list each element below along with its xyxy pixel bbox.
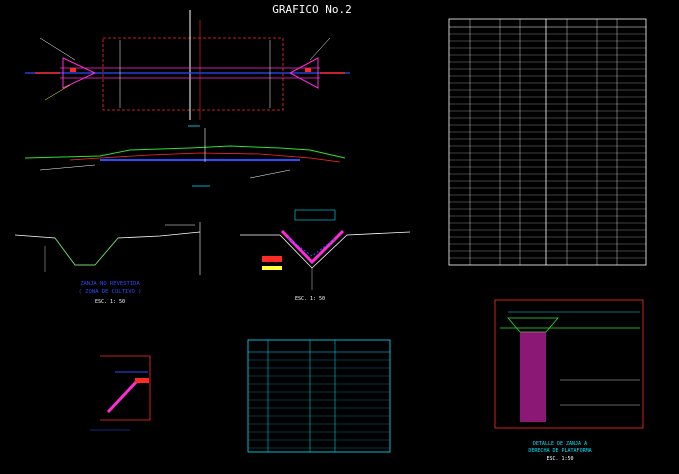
longitudinal-profile-drawing: [24, 128, 346, 187]
ditch-subtitle: ( ZONA DE CULTIVO ): [79, 289, 142, 295]
plan-view-drawing: [25, 10, 350, 127]
coordinates-table: [448, 18, 647, 266]
ditch-title: ZANJA NO REVESTIDA: [80, 281, 140, 287]
ditch-detail-subtitle: DERECHA DE PLATAFORMA: [528, 448, 591, 454]
ditch-scale: ESC. 1: 50: [95, 299, 125, 305]
lined-ditch-scale: ESC. 1: 50: [295, 296, 325, 302]
sheet-title: GRAFICO No.2: [272, 3, 351, 16]
detail-table: [247, 339, 391, 453]
ditch-section-drawing: ZANJA NO REVESTIDA ( ZONA DE CULTIVO ) E…: [14, 222, 201, 305]
ditch-detail-title: DETALLE DE ZANJA A: [533, 441, 587, 447]
ditch-detail-drawing: DETALLE DE ZANJA A DERECHA DE PLATAFORMA…: [494, 299, 644, 462]
lined-ditch-section-drawing: ESC. 1: 50: [240, 209, 411, 302]
small-detail-drawing: [90, 355, 151, 431]
ditch-detail-scale: ESC. 1:50: [546, 456, 573, 462]
